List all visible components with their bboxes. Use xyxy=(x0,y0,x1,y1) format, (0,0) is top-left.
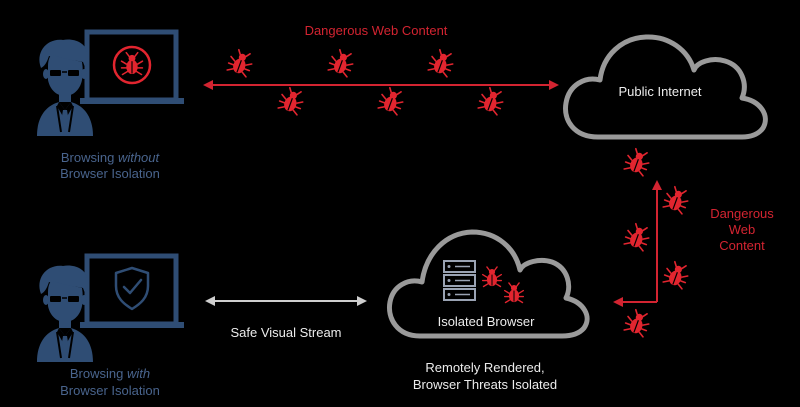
caption-without-isolation: Browsing without xyxy=(61,150,161,165)
isolated-browser-caption-line2: Browser Threats Isolated xyxy=(413,377,557,392)
dangerous-content-label-top: Dangerous Web Content xyxy=(305,23,448,38)
bug-icon xyxy=(622,221,653,252)
safe-visual-stream-arrow xyxy=(205,296,367,306)
monitor-base-unprotected xyxy=(80,98,184,104)
monitor-base-protected xyxy=(80,322,184,328)
isolated-browser-label: Isolated Browser xyxy=(438,314,535,329)
dangerous-content-arrow xyxy=(203,80,559,90)
caption-without-line2: Browser Isolation xyxy=(60,166,160,181)
bug-icon xyxy=(112,45,152,85)
isolated-browser-cloud xyxy=(386,229,590,339)
caption-with-line2: Browser Isolation xyxy=(60,383,160,398)
bug-icon xyxy=(661,184,692,215)
bug-icon xyxy=(476,85,507,116)
dangerous-content-label-right: Dangerous xyxy=(710,206,774,221)
bug-icon xyxy=(661,259,692,290)
public-internet-label: Public Internet xyxy=(618,84,701,99)
protected-user-group xyxy=(36,253,184,363)
bug-icon xyxy=(503,282,525,304)
unprotected-user-group xyxy=(36,29,184,137)
bug-icon xyxy=(376,85,407,116)
shield-check-icon xyxy=(114,266,150,311)
caption-with-emphasis: with xyxy=(127,366,150,381)
bug-icon xyxy=(426,47,457,78)
bug-icon xyxy=(225,47,256,78)
threat-to-isolation-arrow xyxy=(613,180,662,307)
isolated-browser-caption-line1: Remotely Rendered, xyxy=(425,360,544,375)
caption-with-isolation: Browsing with xyxy=(70,366,150,381)
public-internet-cloud xyxy=(563,34,768,140)
bug-icon xyxy=(326,47,357,78)
bug-icon xyxy=(276,85,307,116)
safe-visual-stream-label: Safe Visual Stream xyxy=(230,325,341,340)
bug-icon xyxy=(481,266,503,288)
caption-without-prefix: Browsing xyxy=(61,150,118,165)
bug-icon xyxy=(622,146,653,177)
dangerous-content-label-right-3: Content xyxy=(719,238,765,253)
bug-icon xyxy=(622,307,653,338)
dangerous-content-label-right-2: Web xyxy=(729,222,756,237)
caption-without-emphasis: without xyxy=(118,150,161,165)
server-icon xyxy=(443,260,476,301)
caption-with-prefix: Browsing xyxy=(70,366,127,381)
